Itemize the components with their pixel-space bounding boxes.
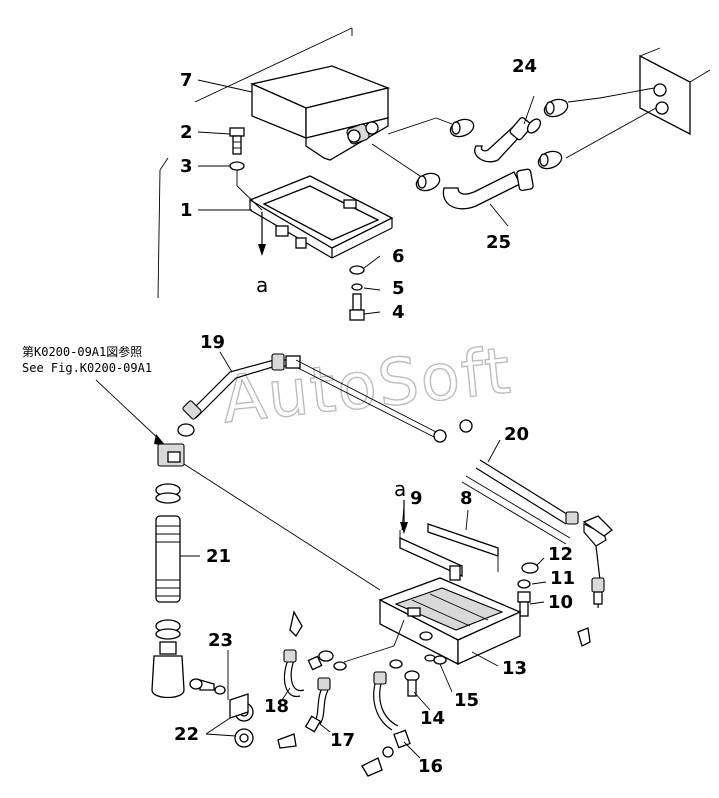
connector-arrow-bottom [400, 500, 408, 534]
reference-jp: 第K0200-09A1図参照 [22, 344, 142, 359]
leader-lines [180, 79, 547, 759]
hose-25 [442, 168, 534, 227]
callout-23: 23 [208, 630, 233, 651]
callout-24: 24 [512, 56, 537, 77]
washer-12 [521, 562, 539, 574]
callout-15: 15 [454, 690, 479, 711]
hose-24 [474, 95, 542, 163]
callout-22: 22 [174, 724, 199, 745]
callout-21: 21 [206, 546, 231, 567]
bracket-23 [229, 693, 249, 719]
lower-fasteners [318, 619, 447, 697]
washer-6 [349, 265, 365, 275]
callout-5: 5 [392, 278, 405, 299]
bracket-plate-right [565, 47, 711, 159]
spring-washer-5 [351, 283, 363, 291]
connector-arrow-top [258, 212, 266, 256]
reference-leader [95, 379, 166, 446]
callout-14: 14 [420, 708, 445, 729]
upper-frame-lines [157, 27, 353, 299]
callout-17: 17 [330, 730, 355, 751]
callout-4: 4 [392, 302, 405, 323]
connector-a-top: a [256, 273, 268, 297]
bracket-9 [399, 530, 463, 578]
sensor-unit [157, 443, 381, 591]
connector-a-bottom: a [394, 477, 406, 501]
hose-clamps-upper [415, 98, 569, 192]
callout-9: 9 [410, 488, 423, 509]
callout-20: 20 [504, 424, 529, 445]
plate-8 [427, 523, 499, 572]
tank-13 [378, 565, 522, 666]
bolt-10 [517, 591, 531, 617]
clip-20 [577, 515, 613, 647]
callout-1: 1 [180, 200, 193, 221]
hose-17 [277, 677, 331, 749]
callout-13: 13 [502, 658, 527, 679]
controller-box [249, 65, 453, 177]
hose-16 [361, 671, 411, 777]
reservoir-bottle [151, 641, 229, 700]
callout-11: 11 [550, 568, 575, 589]
callout-10: 10 [548, 592, 573, 613]
callout-3: 3 [180, 156, 193, 177]
callout-2: 2 [180, 122, 193, 143]
callout-labels: 7 2 3 1 6 5 4 24 25 19 20 8 9 12 11 10 2… [174, 56, 575, 777]
spring-washer-11 [517, 579, 531, 589]
hose-18 [283, 610, 323, 698]
reference-en: See Fig.K0200-09A1 [22, 361, 152, 375]
callout-16: 16 [418, 756, 443, 777]
callout-7: 7 [180, 70, 193, 91]
callout-25: 25 [486, 232, 511, 253]
bolt-4 [349, 293, 365, 321]
callout-12: 12 [548, 544, 573, 565]
callout-18: 18 [264, 696, 289, 717]
callout-6: 6 [392, 246, 405, 267]
hose-19 [177, 353, 441, 441]
bolt-2 [229, 127, 245, 155]
callout-8: 8 [460, 488, 473, 509]
callout-19: 19 [200, 332, 225, 353]
tube-21 [155, 483, 181, 640]
mounting-bracket [248, 175, 394, 259]
washer-3 [229, 161, 245, 171]
